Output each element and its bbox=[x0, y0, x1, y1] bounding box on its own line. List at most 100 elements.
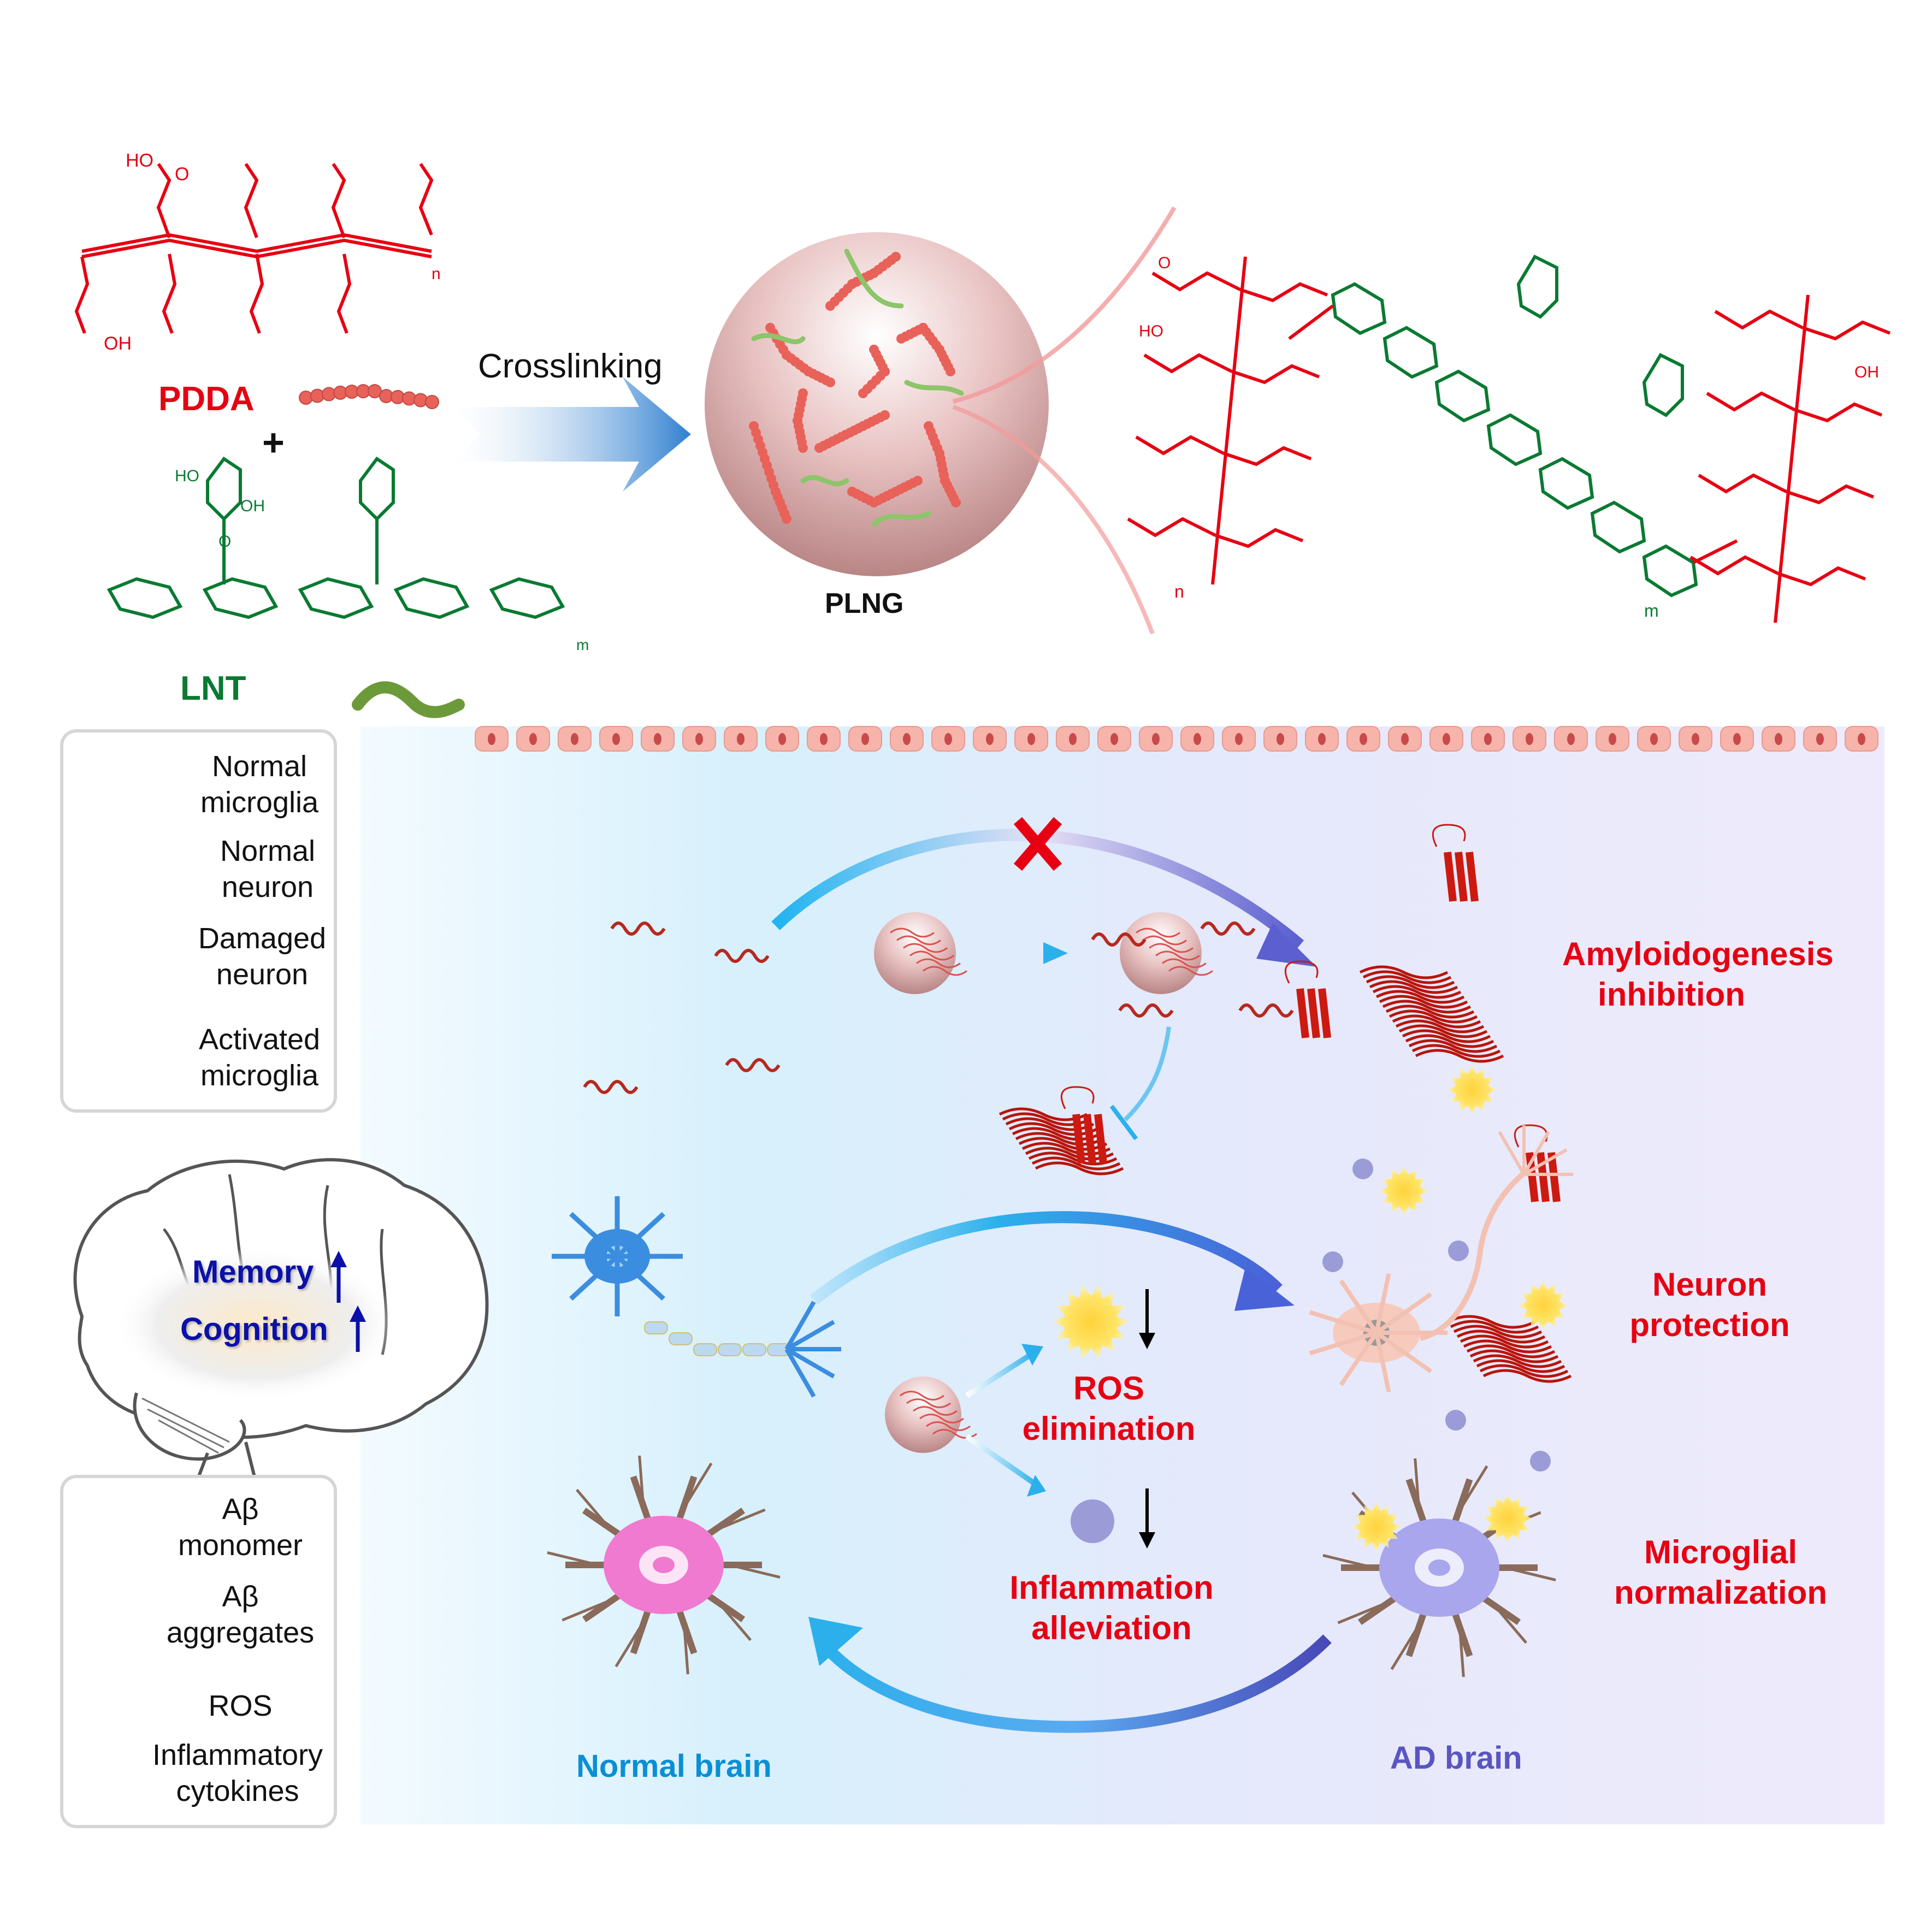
beta-strand bbox=[1379, 995, 1468, 1009]
beta-sheet bbox=[1094, 1114, 1107, 1164]
cytokine-particle bbox=[1530, 1451, 1551, 1472]
cytokine-particle-center bbox=[1071, 1499, 1114, 1543]
process-branch bbox=[1414, 1458, 1421, 1511]
legend-label: Normal bbox=[211, 750, 308, 783]
dendrite bbox=[1374, 1273, 1391, 1333]
crosslinking-label: Crosslinking bbox=[478, 347, 663, 385]
sphere-strand bbox=[903, 943, 948, 953]
microglia-recovery-arc-arrowhead bbox=[808, 1617, 863, 1666]
lnt-ring bbox=[1486, 413, 1543, 466]
beta-strand bbox=[1385, 1005, 1475, 1019]
sphere-lnt-strand bbox=[800, 475, 849, 487]
beta-sheet bbox=[1072, 1114, 1085, 1164]
sphere-strand bbox=[1149, 943, 1194, 953]
legend-activated-microglia: Activated microglia bbox=[191, 1021, 328, 1094]
pdda-hydroxyl-top: HO bbox=[126, 150, 153, 171]
dendrite bbox=[1339, 1279, 1379, 1334]
abeta-monomer-group bbox=[583, 921, 1294, 1094]
abeta-monomer bbox=[1118, 1003, 1174, 1018]
cytokine-particle bbox=[1322, 1251, 1343, 1272]
cell-nucleus bbox=[1526, 733, 1533, 745]
legend-label: Inflammatory bbox=[152, 1739, 323, 1771]
sphere-bead bbox=[858, 388, 868, 398]
abeta-monomer bbox=[725, 1058, 781, 1072]
beta-strand bbox=[1415, 1049, 1504, 1063]
legend-label: monomer bbox=[178, 1529, 303, 1562]
cell-nucleus bbox=[571, 733, 578, 745]
beta-strand bbox=[1446, 1315, 1536, 1329]
pdda-structure bbox=[74, 163, 434, 334]
abeta-monomer bbox=[1091, 932, 1147, 947]
beta-strand bbox=[1389, 1009, 1478, 1024]
sphere-bead bbox=[951, 498, 961, 507]
beta-strand bbox=[1460, 1334, 1549, 1349]
coil-loop bbox=[1432, 824, 1466, 847]
cell-nucleus bbox=[1110, 733, 1118, 745]
cell-nucleus bbox=[1069, 733, 1077, 745]
cell-nucleus bbox=[488, 733, 495, 745]
lnt-structure bbox=[107, 456, 565, 619]
sphere-lnt-strand bbox=[871, 511, 931, 527]
acid-side-chain bbox=[1706, 391, 1795, 412]
dendrite bbox=[1309, 1310, 1378, 1335]
beta-strand bbox=[1008, 1122, 1098, 1136]
effect-line: Amyloidogenesis bbox=[1562, 936, 1834, 972]
acid-side-chain bbox=[1215, 528, 1304, 548]
cell-nucleus bbox=[1360, 733, 1367, 745]
cell-nucleus bbox=[1733, 733, 1741, 745]
sphere-strand bbox=[1142, 935, 1187, 946]
beta-strand bbox=[1402, 1029, 1491, 1043]
acid-side-chain bbox=[1689, 555, 1779, 576]
lnt-branch-ring bbox=[1642, 353, 1684, 417]
process-branch bbox=[615, 1621, 645, 1668]
neuron-protection-label: Neuron protection bbox=[1600, 1265, 1819, 1345]
cell-nucleus bbox=[1484, 733, 1492, 745]
process-branch bbox=[547, 1551, 599, 1567]
lnt-ring bbox=[1331, 282, 1387, 335]
magnify-fan-upper bbox=[952, 206, 1177, 404]
sphere-strand bbox=[890, 927, 935, 938]
xlink-repeat-n: n bbox=[1174, 582, 1184, 601]
glucose-ring bbox=[202, 577, 279, 619]
pdda-label: PDDA bbox=[158, 380, 255, 418]
sphere-strand bbox=[900, 1391, 944, 1401]
cell-nucleus bbox=[1152, 733, 1160, 745]
beta-strand bbox=[1398, 1024, 1488, 1038]
beta-sheet bbox=[1455, 852, 1468, 902]
legend-cytokines: Inflammatory cytokines bbox=[147, 1737, 328, 1809]
axon-terminal bbox=[1522, 1131, 1550, 1175]
acid-side-chain bbox=[1151, 271, 1241, 292]
glucose-branch-ring bbox=[359, 456, 395, 522]
beta-strand bbox=[1466, 1344, 1556, 1358]
sphere-strand bbox=[1168, 966, 1213, 976]
sphere-strand bbox=[896, 935, 941, 946]
beta-strand bbox=[1411, 1044, 1501, 1058]
beta-strand bbox=[1456, 1330, 1546, 1344]
acid-side-chain bbox=[1231, 364, 1320, 385]
abeta-monomer bbox=[1200, 921, 1256, 936]
axon-terminal bbox=[1498, 1131, 1526, 1175]
ros-target-arrow bbox=[965, 1349, 1037, 1398]
beta-sheet bbox=[1307, 988, 1320, 1038]
glucose-ring bbox=[298, 577, 374, 619]
plng-small-sphere bbox=[1120, 912, 1213, 994]
pdda-chain-icon bbox=[299, 384, 439, 409]
sphere-body bbox=[885, 1376, 961, 1453]
legend-label: cytokines bbox=[176, 1775, 299, 1807]
ros-particle bbox=[1447, 1065, 1497, 1114]
lnt-repeat-m: m bbox=[576, 636, 589, 653]
cell-nucleus bbox=[1650, 733, 1658, 745]
process-branch bbox=[562, 1599, 611, 1622]
side-chain-up bbox=[331, 163, 346, 239]
sphere-bead bbox=[798, 443, 808, 453]
axon-terminal bbox=[785, 1320, 835, 1351]
beta-strand bbox=[1362, 970, 1452, 984]
cell-nucleus bbox=[903, 733, 911, 745]
cell-nucleus bbox=[737, 733, 745, 745]
acid-side-chain bbox=[1777, 566, 1866, 587]
beta-strand bbox=[1453, 1325, 1543, 1339]
legend-label: Normal bbox=[220, 835, 316, 867]
legend-label: aggregates bbox=[166, 1616, 315, 1649]
abeta-fibril bbox=[1446, 1315, 1572, 1383]
